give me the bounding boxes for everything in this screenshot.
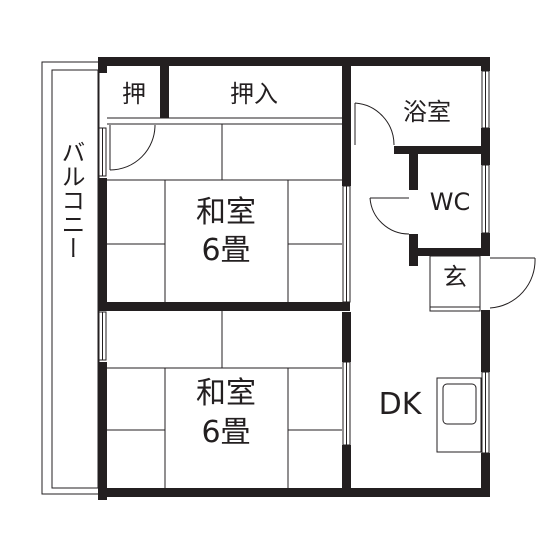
wall-wc-left-bottom <box>409 234 418 256</box>
label-entrance: 玄 <box>443 263 467 291</box>
wall-left-top <box>98 57 107 73</box>
label-dk: DK <box>379 387 423 422</box>
wall-center-lower <box>342 312 351 362</box>
label-wc: WC <box>430 188 471 216</box>
label-bathroom: 浴室 <box>403 98 451 126</box>
interior-walls <box>98 66 490 497</box>
wall-right-entry <box>481 310 490 372</box>
wall-right-bottom <box>481 453 490 497</box>
label-oshi: 押 <box>122 80 146 108</box>
wall-left-mid <box>98 178 107 311</box>
wall-right-wc <box>481 233 490 251</box>
sliding-doors <box>98 70 490 454</box>
door-swing-wc <box>369 197 410 235</box>
door-swing-closet <box>109 124 156 171</box>
genkan-outline <box>429 255 481 312</box>
balcony-rail <box>51 69 99 489</box>
wall-left-bottom <box>98 362 107 500</box>
wall-center-bottom <box>342 445 351 497</box>
label-balcony: バルコニー <box>57 140 85 260</box>
door-swing-bath <box>354 102 395 146</box>
tatami-room-2 <box>107 311 342 488</box>
tatami-room-1 <box>107 124 342 302</box>
sink-basin <box>442 383 477 425</box>
kitchen-sink <box>436 377 482 453</box>
wall-bath-bottom <box>394 146 490 154</box>
wall-bottom <box>98 488 490 497</box>
wall-top <box>98 57 490 66</box>
entrance-step <box>429 255 481 312</box>
label-washitsu2-size: 6畳 <box>201 415 250 450</box>
wall-right-top <box>481 57 490 71</box>
counter-outline <box>436 377 482 453</box>
balcony <box>41 61 100 495</box>
wall-entrance-left <box>409 248 418 266</box>
wall-center-upper <box>342 66 351 186</box>
room-labels: 押 押入 浴室 WC 玄 和室 6畳 和室 6畳 DK バルコニー <box>57 80 470 450</box>
doors <box>109 102 536 309</box>
closet-fronts <box>107 117 342 125</box>
label-washitsu1-size: 6畳 <box>201 233 250 268</box>
door-swing-entrance <box>489 257 536 309</box>
wall-closet-divider <box>160 66 169 118</box>
label-washitsu2-name: 和室 <box>196 376 256 411</box>
label-washitsu1-name: 和室 <box>196 195 256 230</box>
wall-wc-bottom <box>409 248 490 256</box>
wall-wc-left-top <box>409 150 418 190</box>
balcony-outline <box>41 61 100 495</box>
label-oshiire: 押入 <box>230 80 278 108</box>
wall-between-rooms <box>98 302 350 311</box>
